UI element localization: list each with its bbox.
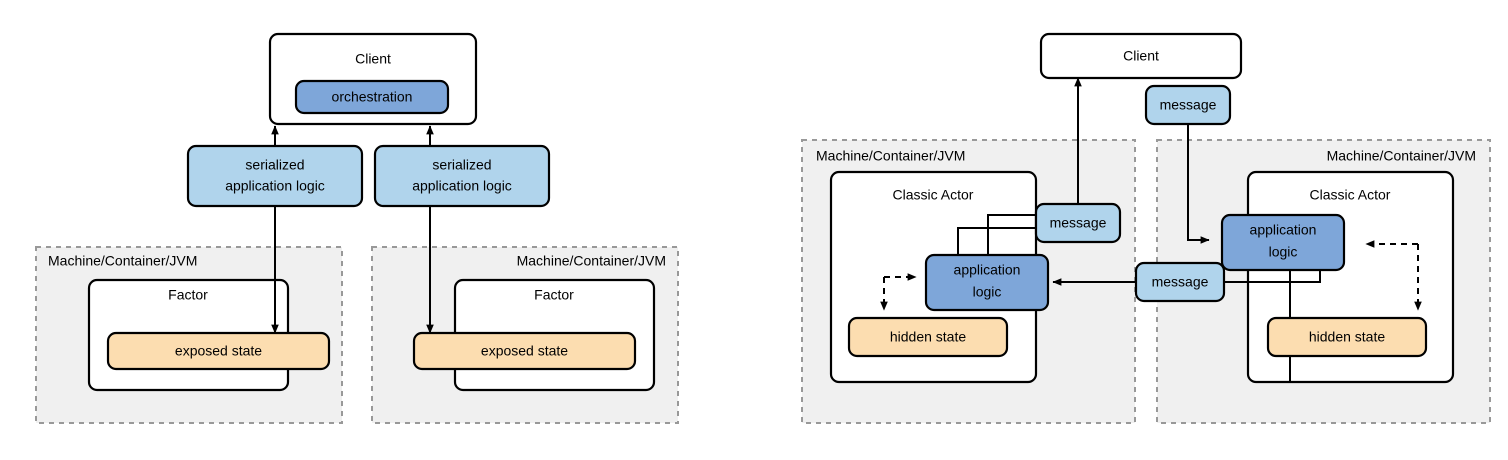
serialized-logic-left-line2: application logic bbox=[225, 178, 325, 194]
serialized-logic-right-line1: serialized bbox=[432, 157, 491, 173]
message-box-left-actor bbox=[1034, 202, 1122, 244]
message-box-left-actor-label: message bbox=[1050, 215, 1107, 231]
application-logic-right-line2: logic bbox=[1269, 244, 1298, 260]
application-logic-right-line1: application bbox=[1250, 222, 1317, 238]
hidden-state-left-label: hidden state bbox=[890, 329, 966, 345]
group-machine-right-2-label: Machine/Container/JVM bbox=[1327, 148, 1476, 164]
exposed-state-left-label: exposed state bbox=[175, 343, 262, 359]
hidden-state-right bbox=[1266, 316, 1428, 358]
message-box-between-actors-label: message bbox=[1152, 274, 1209, 290]
hidden-state-right-label: hidden state bbox=[1309, 329, 1385, 345]
application-logic-left-line1: application bbox=[954, 262, 1021, 278]
factor-box-right-label: Factor bbox=[534, 287, 574, 303]
factor-box-left-label: Factor bbox=[168, 287, 208, 303]
classic-actor-box-right-label: Classic Actor bbox=[1310, 187, 1391, 203]
client-box-right bbox=[1039, 32, 1243, 80]
left-panel-group: Machine/Container/JVM Machine/Container/… bbox=[35, 32, 679, 424]
exposed-state-right-label: exposed state bbox=[481, 343, 568, 359]
client-box-left-label: Client bbox=[355, 51, 391, 67]
orchestration-box bbox=[294, 79, 450, 115]
message-box-between-actors bbox=[1134, 261, 1226, 303]
application-logic-left bbox=[924, 253, 1050, 312]
edge-left-logic-to-message bbox=[987, 214, 1040, 258]
classic-actor-box-left-label: Classic Actor bbox=[893, 187, 974, 203]
serialized-logic-right bbox=[373, 144, 551, 208]
hidden-state-left bbox=[847, 316, 1009, 358]
serialized-logic-left bbox=[186, 144, 364, 208]
exposed-state-left bbox=[106, 331, 331, 371]
edge-left-actor-inner-route bbox=[957, 227, 1036, 258]
group-machine-right-1-label: Machine/Container/JVM bbox=[816, 148, 965, 164]
message-box-to-client-label: message bbox=[1160, 97, 1217, 113]
serialized-logic-right-line2: application logic bbox=[412, 178, 512, 194]
edge-client-message-to-right-logic bbox=[1187, 124, 1210, 244]
group-machine-left-2-label: Machine/Container/JVM bbox=[517, 253, 666, 269]
group-machine-left-1-label: Machine/Container/JVM bbox=[48, 253, 197, 269]
exposed-state-right bbox=[412, 331, 637, 371]
orchestration-box-label: orchestration bbox=[332, 89, 413, 105]
message-box-to-client bbox=[1144, 84, 1232, 126]
serialized-logic-left-line1: serialized bbox=[245, 157, 304, 173]
application-logic-left-line2: logic bbox=[973, 284, 1002, 300]
application-logic-right bbox=[1220, 213, 1346, 272]
client-box-right-label: Client bbox=[1123, 48, 1159, 64]
right-panel-group: Machine/Container/JVM Machine/Container/… bbox=[801, 32, 1491, 424]
